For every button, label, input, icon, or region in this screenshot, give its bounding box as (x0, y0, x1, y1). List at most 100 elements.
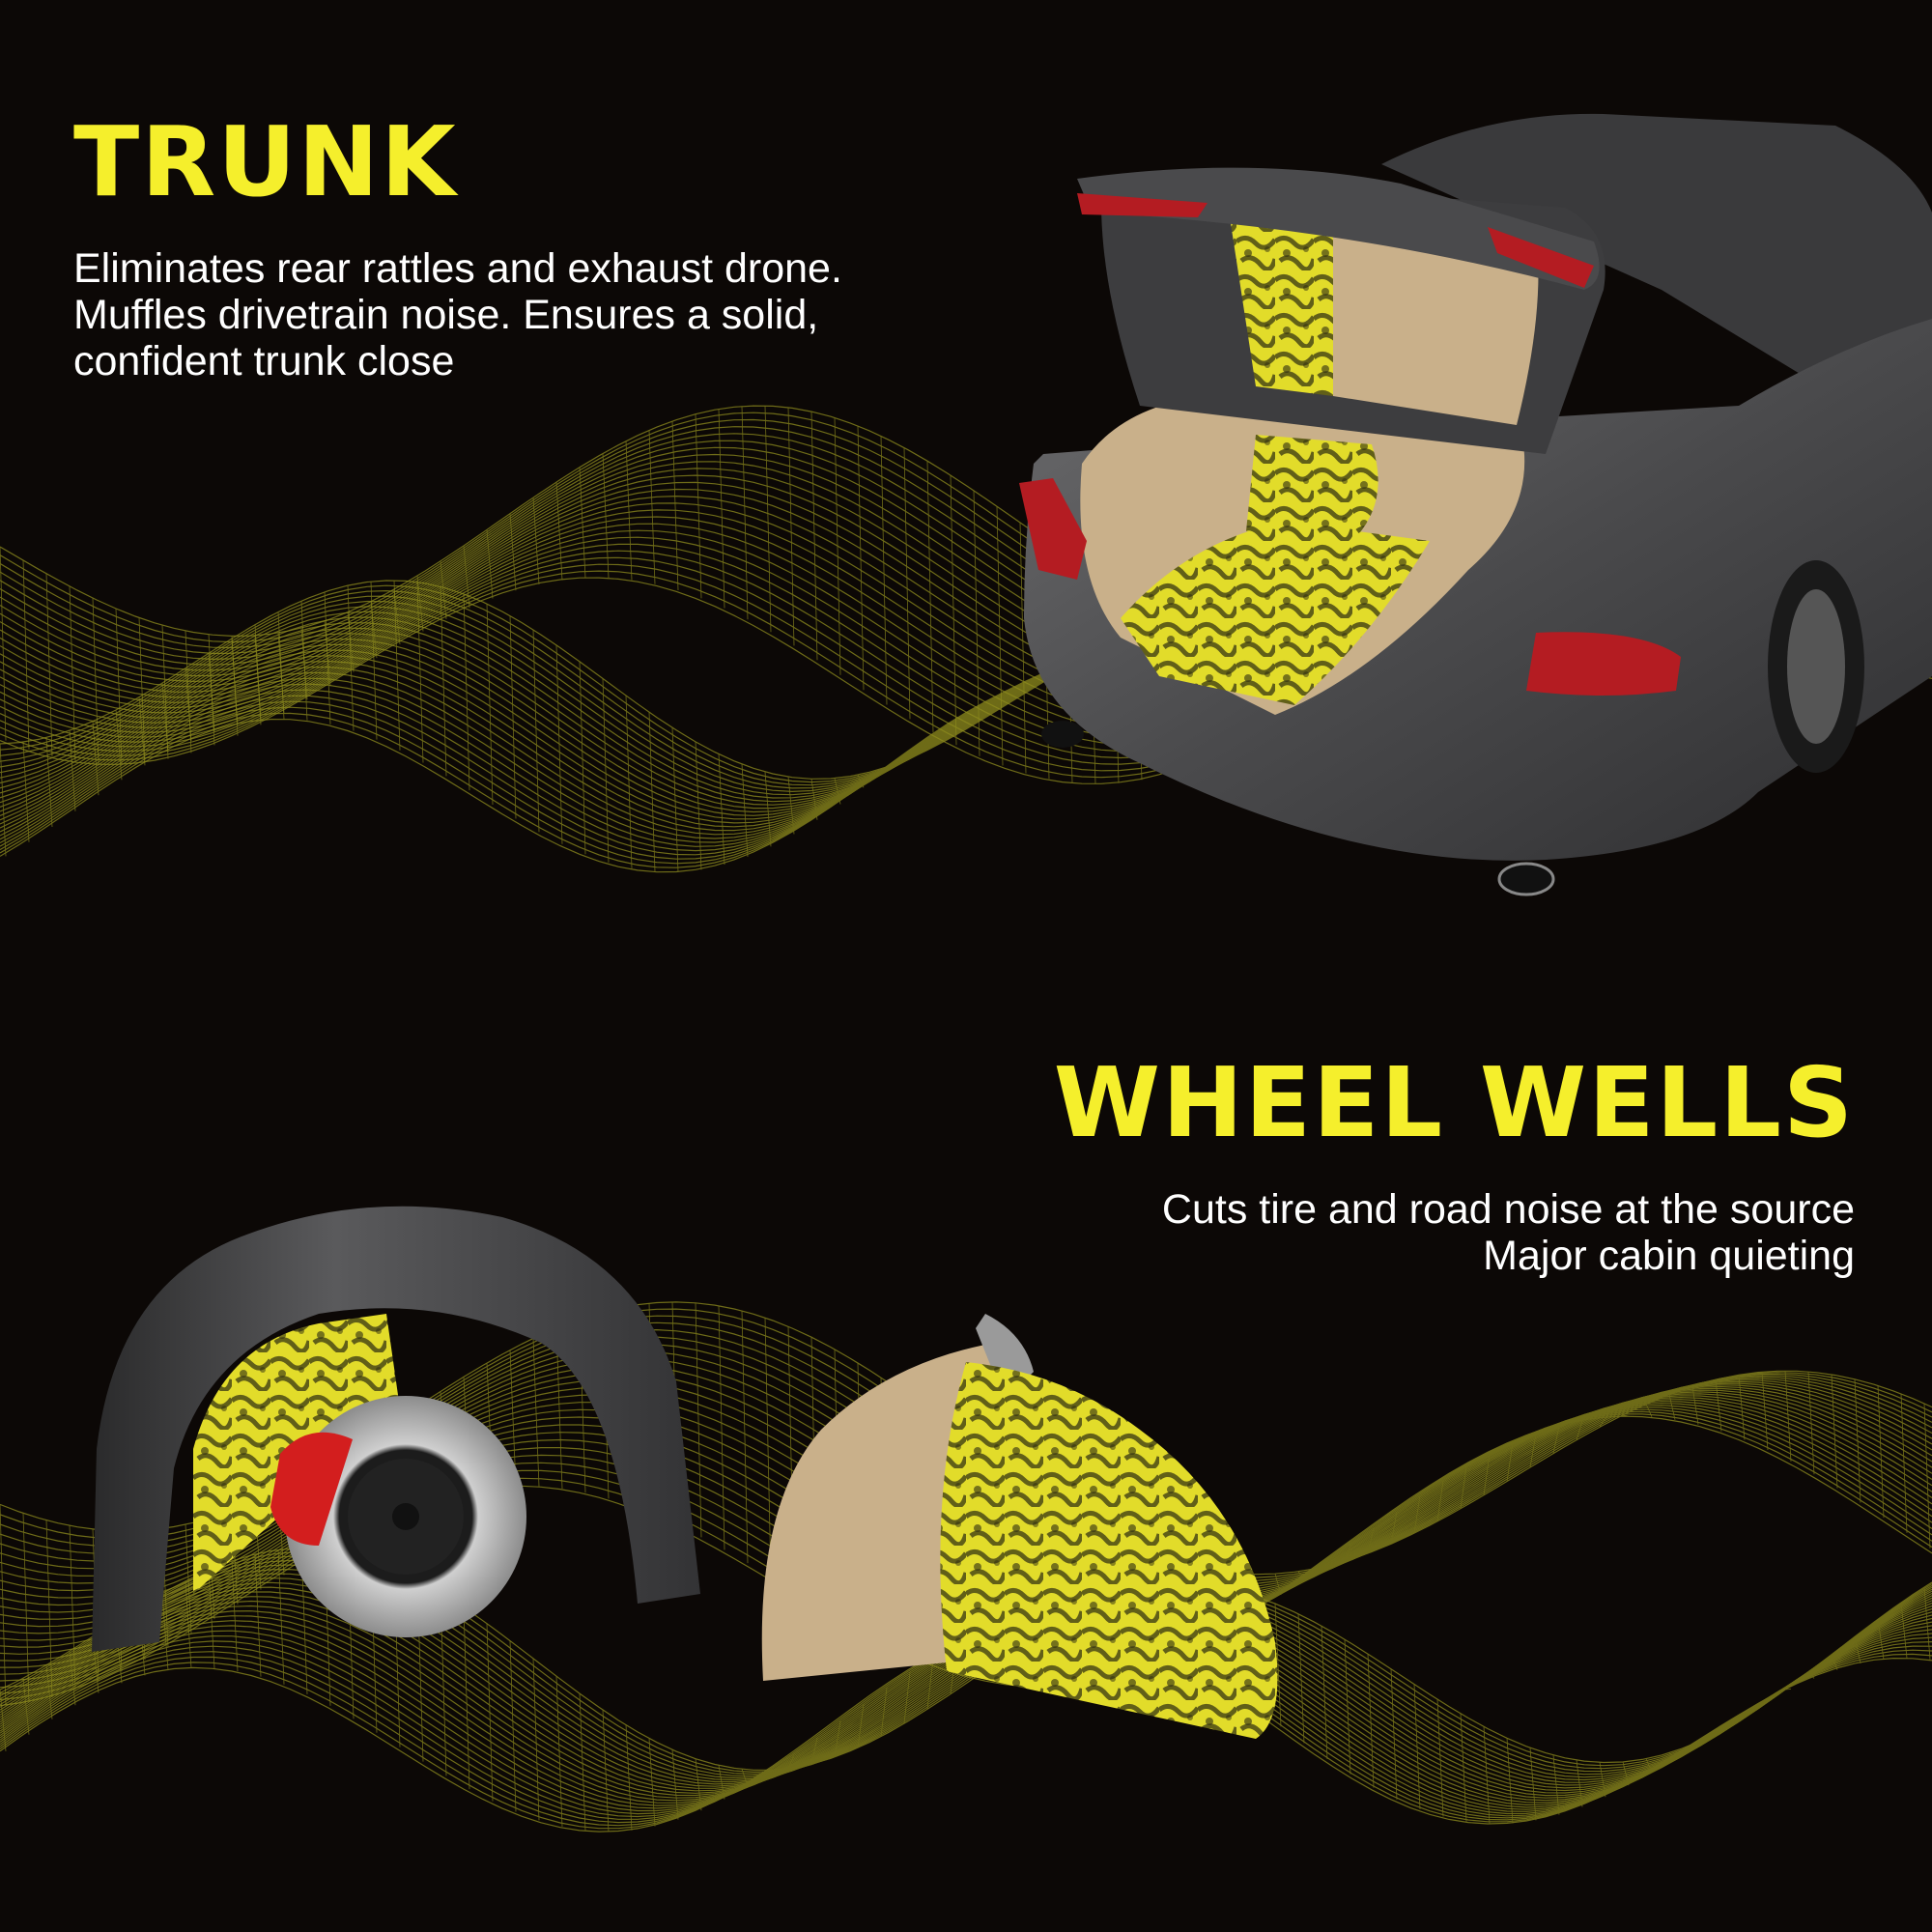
mesh-line (1622, 1761, 1630, 1786)
mesh-line (22, 742, 30, 842)
mesh-line (602, 1710, 610, 1833)
mesh-line (903, 447, 911, 720)
mesh-line (45, 1520, 53, 1697)
mesh-line (648, 712, 656, 872)
mesh-line (1413, 1684, 1421, 1809)
trunk-line: Muffles drivetrain noise. Ensures a soli… (73, 292, 819, 338)
mesh-line (1483, 1454, 1491, 1495)
mesh-line (1019, 686, 1027, 696)
mesh-line (486, 603, 494, 806)
mesh-line (370, 582, 378, 740)
mesh-line (1367, 1654, 1375, 1788)
mesh-line (440, 560, 447, 619)
mesh-line (625, 1724, 633, 1831)
mesh-line (347, 585, 355, 731)
mesh-line (1460, 1713, 1467, 1822)
mesh-line (1900, 1393, 1908, 1533)
mesh-line (92, 721, 99, 796)
mesh-line (810, 1738, 818, 1765)
mesh-line (718, 753, 725, 866)
mesh-line (486, 1623, 494, 1802)
mesh-line (1668, 1394, 1676, 1420)
mesh-line (185, 668, 192, 741)
mesh-line (1807, 1671, 1815, 1679)
mesh-line (1599, 1762, 1606, 1798)
mesh-line (1506, 1442, 1514, 1482)
mesh-line (787, 777, 795, 835)
mesh-line (695, 413, 702, 599)
mesh-line (1506, 1738, 1514, 1824)
trunk-line: confident trunk close (73, 338, 455, 384)
mesh-line (1297, 1571, 1305, 1579)
mesh-line (880, 768, 888, 772)
mesh-line (671, 420, 679, 591)
mesh-line (579, 1693, 586, 1831)
mesh-line (45, 573, 53, 757)
mesh-line (509, 513, 517, 591)
mesh-line (810, 412, 818, 661)
mesh-line (440, 586, 447, 777)
mesh-line (277, 1549, 285, 1685)
mesh-line (277, 611, 285, 720)
mesh-line (1390, 1511, 1398, 1545)
mesh-line (834, 417, 841, 675)
mesh-line (1831, 1654, 1838, 1670)
wheel-wells-line: Cuts tire and road noise at the source (1161, 1186, 1855, 1233)
mesh-line (1552, 1754, 1560, 1815)
mesh-line (648, 1738, 656, 1827)
mesh-line (880, 1688, 888, 1737)
mesh-line (857, 425, 865, 691)
mesh-line (1413, 1495, 1421, 1534)
mesh-line (1645, 1404, 1653, 1417)
mesh-line (1599, 1417, 1606, 1428)
mesh-line (602, 678, 610, 863)
mesh-line (115, 709, 123, 781)
mesh-line (532, 1658, 540, 1821)
mesh-line (1691, 1743, 1699, 1746)
mesh-line (185, 1580, 192, 1668)
mesh-line (764, 771, 772, 847)
wheel-wells-description: Cuts tire and road noise at the source M… (1162, 1186, 1855, 1279)
mesh-line (115, 608, 123, 765)
mesh-line (1923, 1586, 1931, 1660)
mesh-line (69, 730, 76, 811)
mesh-line (625, 440, 633, 581)
mesh-line (0, 743, 7, 857)
mesh-line (532, 497, 540, 584)
mesh-line (1483, 1726, 1491, 1824)
mesh-line (787, 1754, 795, 1769)
mesh-line (950, 722, 957, 739)
mesh-line (671, 1749, 679, 1820)
mesh-line (208, 653, 215, 732)
mesh-line (138, 696, 146, 766)
mesh-line (1738, 1714, 1746, 1721)
mesh-line (810, 779, 818, 820)
mesh-line (509, 1350, 517, 1487)
mesh-line (1877, 1619, 1885, 1660)
mesh-line (347, 611, 355, 672)
mesh-line (741, 1769, 749, 1786)
mesh-line (161, 683, 169, 753)
mesh-line (903, 1672, 911, 1724)
mesh-line (741, 764, 749, 857)
wheel-wells-heading: WHEEL WELLS (1053, 1046, 1855, 1159)
mesh-line (671, 727, 679, 872)
mesh-line (973, 707, 980, 725)
trunk-line: Eliminates rear rattles and exhaust dron… (73, 245, 842, 292)
mesh-line (1390, 1668, 1398, 1800)
mesh-line (1854, 1378, 1861, 1503)
mesh-line (648, 430, 656, 584)
mesh-line (1367, 1527, 1375, 1553)
mesh-line (880, 436, 888, 705)
mesh-line (926, 461, 934, 733)
mesh-line (0, 546, 7, 741)
mesh-line (857, 1703, 865, 1748)
mesh-line (1715, 1728, 1722, 1734)
mesh-line (1668, 1752, 1676, 1759)
mesh-line (0, 1504, 7, 1706)
mesh-line (1297, 1613, 1305, 1744)
mesh-line (1460, 1466, 1467, 1509)
mesh-line (1436, 1699, 1444, 1817)
mesh-line (0, 1690, 7, 1751)
